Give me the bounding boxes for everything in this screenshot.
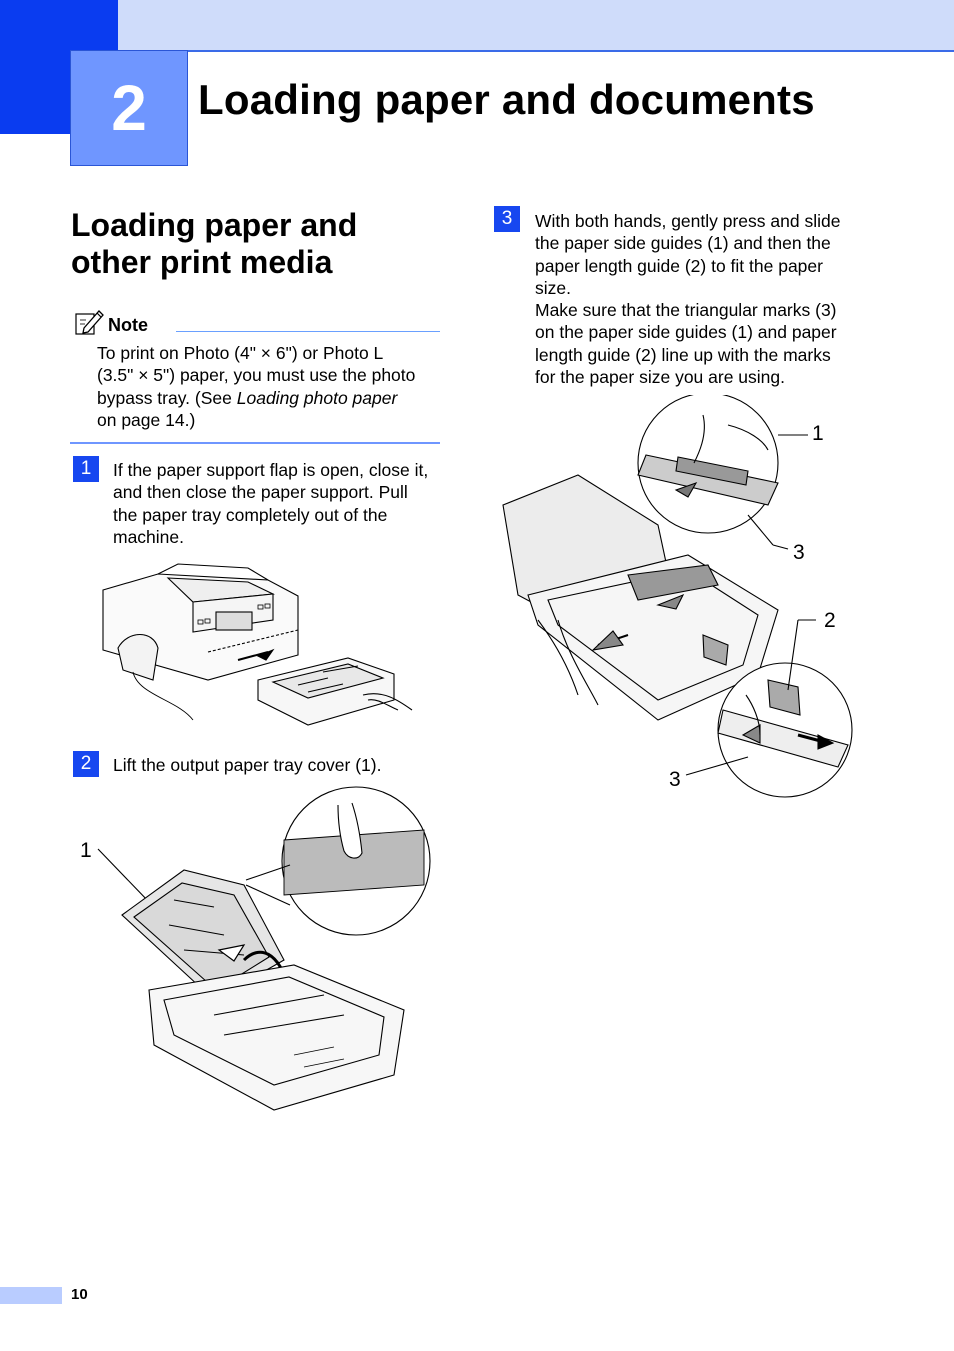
chapter-number-box: 2 bbox=[70, 50, 188, 166]
step-line: the paper tray completely out of the bbox=[113, 504, 388, 525]
step-line: the paper side guides (1) and then the bbox=[535, 233, 831, 254]
note-body: To print on Photo (4" × 6") or Photo L (… bbox=[97, 342, 443, 431]
step-line: If the paper support flap is open, close… bbox=[113, 460, 429, 480]
step-line: length guide (2) line up with the marks bbox=[535, 344, 831, 365]
step-line: Lift the output paper tray cover (1). bbox=[113, 755, 382, 775]
step-text: Lift the output paper tray cover (1). bbox=[113, 754, 448, 776]
note-line: (3.5" × 5") paper, you must use the phot… bbox=[97, 365, 416, 386]
page-number: 10 bbox=[71, 1286, 88, 1303]
step-line: Make sure that the triangular marks (3) bbox=[535, 300, 837, 321]
step-badge: 1 bbox=[73, 456, 99, 482]
step-badge: 3 bbox=[494, 206, 520, 232]
step-badge: 2 bbox=[73, 751, 99, 777]
step-line: for the paper size you are using. bbox=[535, 367, 786, 388]
note-link-text: Loading photo paper bbox=[236, 387, 398, 408]
machine-illustration bbox=[102, 563, 413, 726]
section-title-line: Loading paper and bbox=[71, 207, 358, 243]
step-line: paper length guide (2) to fit the paper bbox=[535, 255, 823, 276]
step-line: size. bbox=[535, 277, 571, 298]
step-text: If the paper support flap is open, close… bbox=[113, 459, 448, 548]
note-text: bypass tray. (See bbox=[97, 387, 237, 408]
note-header: Note bbox=[74, 308, 440, 336]
note-label: Note bbox=[108, 315, 148, 335]
callout-label: 1 bbox=[812, 422, 824, 445]
section-title-line: other print media bbox=[71, 244, 333, 280]
note-pencil-icon bbox=[75, 310, 104, 335]
step-line: and then close the paper support. Pull bbox=[113, 482, 408, 503]
chapter-title: Loading paper and documents bbox=[198, 76, 815, 123]
note-line: on page 14.) bbox=[97, 409, 196, 430]
chapter-number: 2 bbox=[111, 72, 147, 144]
note-divider bbox=[176, 331, 440, 332]
callout-label: 1 bbox=[80, 839, 92, 862]
callout-label: 2 bbox=[824, 609, 836, 632]
step-text: With both hands, gently press and slide … bbox=[535, 210, 875, 388]
callout-label: 3 bbox=[793, 541, 805, 564]
note-line: bypass tray. (See Loading photo paper bbox=[97, 387, 443, 409]
header-band bbox=[0, 0, 954, 52]
step-line: machine. bbox=[113, 526, 185, 547]
note-line: To print on Photo (4" × 6") or Photo L bbox=[97, 343, 384, 363]
step-line: With both hands, gently press and slide bbox=[535, 211, 841, 231]
section-title: Loading paper and other print media bbox=[71, 207, 451, 281]
paper-guides-illustration bbox=[502, 395, 853, 798]
page-number-band bbox=[0, 1287, 62, 1304]
note-bottom-rule bbox=[70, 442, 440, 444]
callout-label: 3 bbox=[669, 768, 681, 791]
tray-cover-illustration bbox=[97, 786, 431, 1111]
step-line: on the paper side guides (1) and paper bbox=[535, 322, 837, 343]
